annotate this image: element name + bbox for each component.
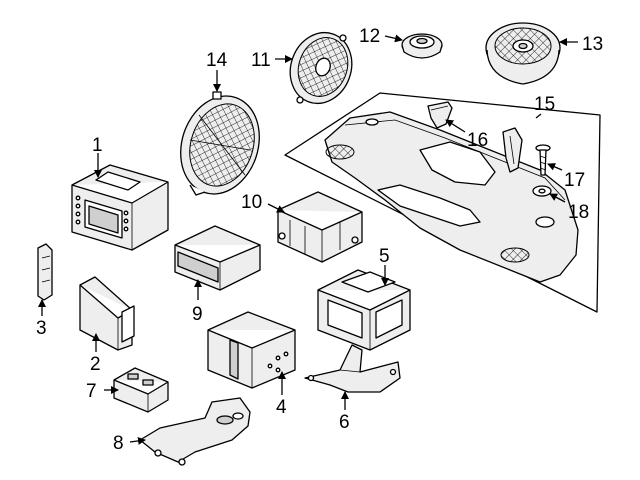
- part-12-tweeter: [401, 33, 443, 59]
- part-13-woofer: [485, 22, 561, 85]
- part-18-washer: [532, 185, 552, 197]
- leader-10: [267, 203, 285, 213]
- callout-1: 1: [92, 135, 103, 156]
- leader-15: [535, 113, 542, 119]
- callout-16: 16: [467, 130, 488, 151]
- callout-3: 3: [36, 318, 47, 339]
- right-speaker-grille-15: [500, 247, 530, 263]
- callout-labels: 1 2 3 4 5 6 7 8 9 10 11 12 13 14 15 16 1…: [36, 26, 603, 454]
- callout-4: 4: [276, 397, 287, 418]
- callout-5: 5: [379, 246, 390, 267]
- part-1-head-unit: [71, 164, 169, 251]
- callout-14: 14: [206, 50, 228, 71]
- callout-9: 9: [192, 304, 203, 325]
- leader-18: [549, 193, 566, 203]
- part-4-box: [207, 311, 296, 389]
- parcel-shelf-body: [324, 111, 579, 283]
- shelf-mount-hole-2: [365, 118, 379, 126]
- leader-8: [129, 436, 146, 445]
- callout-10: 10: [241, 192, 262, 213]
- leader-lines: [38, 34, 578, 445]
- part-9-module: [174, 225, 261, 291]
- callout-2: 2: [90, 354, 101, 375]
- part-8-mounting-plate: [139, 397, 251, 466]
- leader-12: [384, 34, 403, 43]
- part-5-cage: [317, 269, 411, 351]
- part-6-bracket: [304, 344, 401, 393]
- part-7-control-unit: [113, 367, 169, 413]
- part-16-clip: [427, 101, 453, 129]
- part-3-bracket: [37, 243, 53, 301]
- leader-16: [445, 119, 466, 133]
- leader-17: [547, 163, 563, 171]
- part-2-module: [79, 276, 135, 351]
- callout-18: 18: [568, 202, 589, 223]
- left-speaker-grille-15: [325, 144, 355, 160]
- shelf-mount-hole: [535, 216, 555, 228]
- parcel-shelf-raised-center: [419, 141, 496, 186]
- callout-8: 8: [113, 433, 124, 454]
- callout-13: 13: [582, 34, 603, 55]
- part-14-speaker: [180, 91, 260, 196]
- callout-7: 7: [86, 381, 97, 402]
- part-17-screw: [535, 144, 551, 176]
- part-17a-trim-strip: [502, 127, 523, 173]
- callout-17: 17: [564, 170, 585, 191]
- part-11-speaker: [289, 31, 353, 105]
- parcel-shelf-channel: [377, 184, 481, 227]
- callout-12: 12: [359, 26, 380, 47]
- part-10-frame: [277, 191, 363, 263]
- callout-6: 6: [339, 412, 350, 433]
- callout-11: 11: [251, 50, 271, 71]
- part-15-parcel-shelf: [284, 92, 601, 313]
- callout-15: 15: [534, 94, 555, 115]
